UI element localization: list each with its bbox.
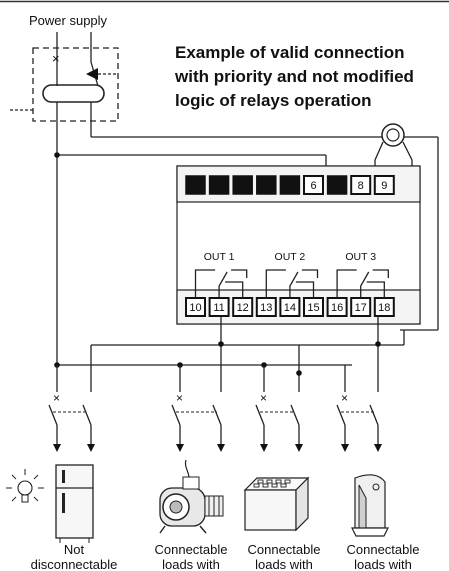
water-heater-icon [351, 474, 389, 537]
relay-contact [265, 269, 319, 298]
load-caption-line1: Connectable [248, 542, 321, 557]
lamp-icon [6, 469, 44, 503]
terminal-blank [279, 175, 301, 195]
load-switch-2: × [171, 316, 225, 452]
title-line-1: Example of valid connection [175, 43, 405, 62]
terminal-label: 14 [284, 302, 296, 314]
relay-contact [336, 269, 389, 298]
terminal-blank [326, 175, 348, 195]
terminal-8 [350, 175, 372, 195]
power-supply-label: Power supply [29, 13, 108, 28]
load-switch-1: × [48, 345, 95, 452]
load-caption-line2: loads with [354, 557, 412, 571]
svg-text:×: × [260, 391, 267, 405]
battery-icon [243, 476, 310, 532]
terminal-blank [185, 175, 206, 195]
terminal-label: 13 [260, 302, 272, 314]
terminal-blank [256, 175, 277, 195]
load-caption-line1: Not [64, 542, 85, 557]
terminal-label: 11 [213, 302, 224, 314]
load-caption-line2: loads with [255, 557, 313, 571]
relay-out-label: OUT 2 [275, 251, 306, 263]
fridge-icon [55, 464, 94, 543]
load-caption-line2: disconnectable [31, 557, 118, 571]
load-switch-4: × [336, 316, 382, 452]
power-supply-switch: × [10, 32, 119, 122]
relay-contact [194, 269, 248, 298]
load-caption-line2: loads with [162, 557, 220, 571]
title-line-3: logic of relays operation [175, 91, 372, 110]
terminal-9 [373, 175, 395, 195]
terminal-label: 17 [355, 302, 367, 314]
terminal-6 [303, 175, 324, 195]
motor-pump-icon [159, 459, 224, 534]
terminal-label: 9 [381, 180, 387, 192]
load-caption-line1: Connectable [155, 542, 228, 557]
load-switch-3: × [255, 345, 303, 452]
load-caption-line1: Connectable [347, 542, 420, 557]
svg-text:×: × [53, 391, 60, 405]
terminal-blank [232, 175, 253, 195]
title-line-2: with priority and not modified [174, 67, 414, 86]
terminal-label: 18 [378, 302, 390, 314]
svg-text:×: × [341, 391, 348, 405]
terminal-label: 10 [189, 302, 201, 314]
terminal-label: 12 [237, 302, 249, 314]
terminal-label: 16 [331, 302, 343, 314]
controller-module: 6 8 9 10 11 12 13 14 15 16 17 18 OUT 1 OUT 2 OUT 3 [176, 165, 421, 325]
relay-out-label: OUT 1 [204, 251, 235, 263]
svg-text:×: × [176, 391, 183, 405]
terminal-label: 15 [307, 302, 319, 314]
terminal-blank [208, 175, 230, 195]
svg-text:×: × [52, 51, 60, 66]
load-switches: × × × × [48, 316, 382, 452]
terminal-label: 6 [310, 180, 316, 192]
terminal-label: 8 [358, 180, 364, 192]
relay-out-label: OUT 3 [345, 251, 376, 263]
supply-wiring [54, 121, 439, 368]
current-sensor-icon [374, 123, 413, 175]
